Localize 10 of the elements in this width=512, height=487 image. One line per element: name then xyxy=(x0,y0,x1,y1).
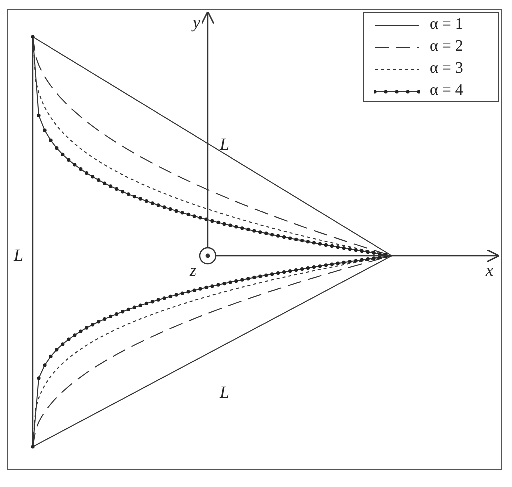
legend-label: α = 1 xyxy=(430,16,464,34)
length-label: L xyxy=(14,247,24,265)
axis-label: z xyxy=(190,262,197,280)
axis-label: x xyxy=(486,262,494,280)
axis-label: y xyxy=(193,14,201,32)
legend-label: α = 4 xyxy=(430,82,464,100)
length-label: L xyxy=(220,384,230,402)
length-label: L xyxy=(220,136,230,154)
legend-label: α = 3 xyxy=(430,60,464,78)
legend-label: α = 2 xyxy=(430,38,464,56)
